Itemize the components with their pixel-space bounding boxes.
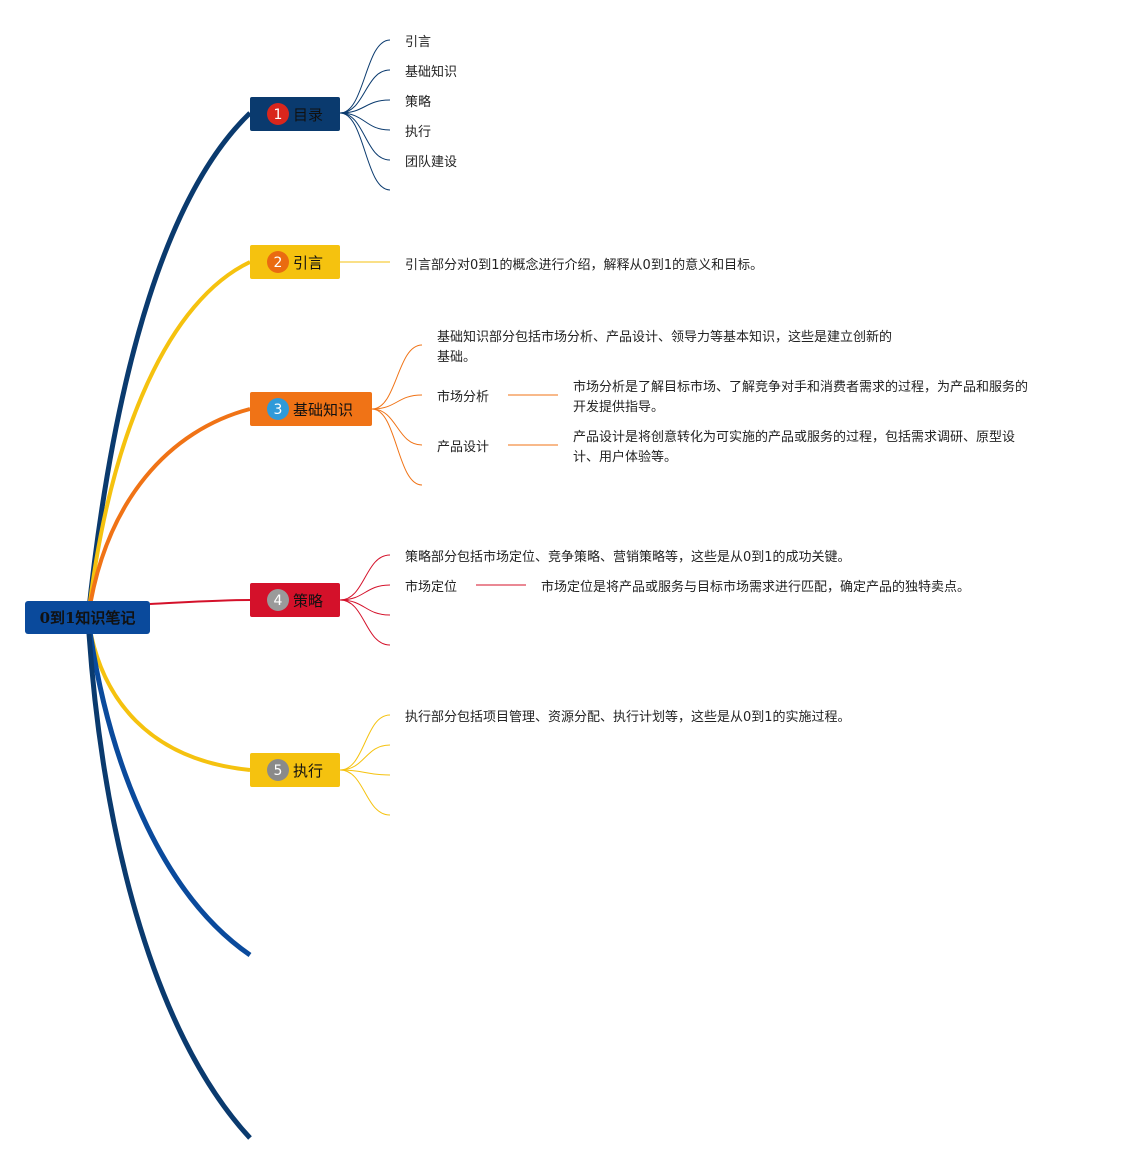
mulu-children-lines	[339, 39, 391, 191]
celue-desc[interactable]: 策略部分包括市场定位、竞争策略、营销策略等，这些是从0到1的成功关键。	[405, 549, 851, 565]
jichu-sub-product-design[interactable]: 产品设计	[437, 440, 489, 455]
jichu-sub-1-desc-line-1[interactable]: 产品设计是将创意转化为可实施的产品或服务的过程，包括需求调研、原型设	[573, 429, 1015, 445]
branch-node-yinyan-number: 2	[274, 255, 283, 271]
branch-node-celue-label: 策略	[293, 592, 323, 610]
root-node-box[interactable]	[25, 601, 150, 634]
trunk-zhixing	[86, 617, 251, 772]
jichu-desc-line-1[interactable]: 基础知识部分包括市场分析、产品设计、领导力等基本知识，这些是建立创新的	[437, 329, 892, 345]
trunk-empty-1	[85, 617, 252, 958]
number-badge-4-icon	[267, 589, 289, 611]
trunk-mulu	[85, 111, 252, 619]
number-badge-2-icon	[267, 251, 289, 273]
branch-node-celue-number: 4	[274, 593, 283, 609]
celue-sub-0-desc[interactable]: 市场定位是将产品或服务与目标市场需求进行匹配，确定产品的独特卖点。	[541, 579, 970, 595]
trunk-celue	[149, 599, 251, 605]
trunk-yinyan	[86, 260, 251, 619]
trunk-empty-2	[85, 617, 252, 1140]
jichu-desc-line-2[interactable]: 基础。	[437, 350, 476, 365]
branch-node-yinyan[interactable]: 2 引言	[250, 245, 340, 279]
branch-node-zhixing-number: 5	[274, 763, 283, 779]
mulu-child-3[interactable]: 执行	[405, 125, 431, 140]
branch-node-celue[interactable]: 4 策略	[250, 583, 340, 617]
jichu-sub-market-analysis[interactable]: 市场分析	[437, 389, 489, 405]
mulu-child-2[interactable]: 策略	[405, 94, 431, 110]
branch-node-jichu-number: 3	[274, 402, 283, 418]
branch-node-mulu-number: 1	[274, 107, 283, 123]
jichu-sub-0-desc-line-1[interactable]: 市场分析是了解目标市场、了解竞争对手和消费者需求的过程，为产品和服务的	[573, 379, 1028, 395]
mulu-child-0[interactable]: 引言	[405, 35, 431, 50]
zhixing-desc[interactable]: 执行部分包括项目管理、资源分配、执行计划等，这些是从0到1的实施过程。	[405, 709, 851, 725]
branch-node-yinyan-label: 引言	[293, 254, 323, 272]
number-badge-5-icon	[267, 759, 289, 781]
jichu-sub-0-desc-line-2[interactable]: 开发提供指导。	[573, 399, 664, 415]
mulu-child-1[interactable]: 基础知识	[405, 64, 457, 80]
root-node-label: 0到1知识笔记	[40, 609, 136, 627]
branch-node-jichu[interactable]: 3 基础知识	[250, 392, 372, 426]
branch-node-zhixing-label: 执行	[293, 762, 323, 780]
branch-node-zhixing[interactable]: 5 执行	[250, 753, 340, 787]
branch-node-mulu[interactable]: 1 目录	[250, 97, 340, 131]
mulu-child-4[interactable]: 团队建设	[405, 155, 457, 170]
branch-node-jichu-label: 基础知识	[293, 401, 353, 419]
trunk-jichu	[86, 407, 251, 619]
root-node[interactable]: 0到1知识笔记	[25, 601, 150, 634]
number-badge-1-icon	[267, 103, 289, 125]
celue-children-lines	[339, 554, 391, 646]
zhixing-children-lines	[339, 714, 391, 816]
number-badge-3-icon	[267, 398, 289, 420]
jichu-sub-1-desc-line-2[interactable]: 计、用户体验等。	[573, 449, 677, 465]
branch-node-mulu-label: 目录	[293, 106, 323, 124]
jichu-children-lines	[371, 344, 423, 486]
yinyan-desc[interactable]: 引言部分对0到1的概念进行介绍，解释从0到1的意义和目标。	[405, 257, 763, 273]
celue-sub-market-positioning[interactable]: 市场定位	[405, 579, 457, 595]
